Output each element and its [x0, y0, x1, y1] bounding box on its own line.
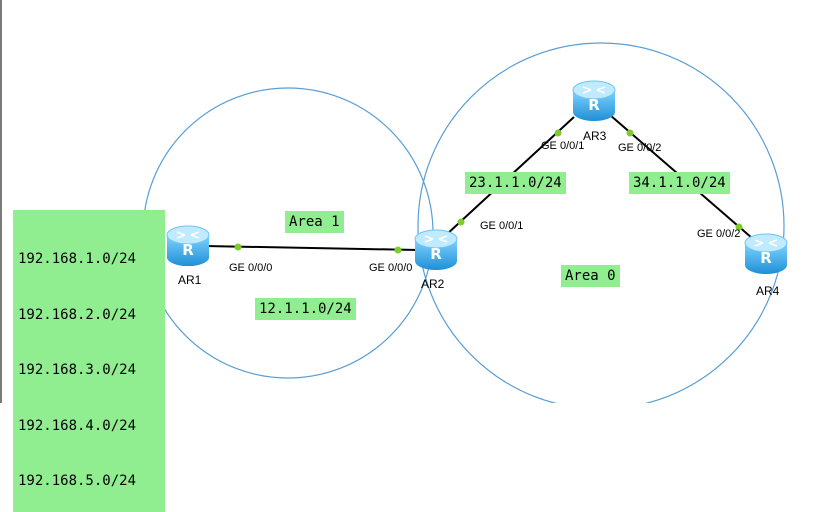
subnet-23-label: 23.1.1.0/24: [465, 172, 566, 194]
interface-ar1-ge000: GE 0/0/0: [229, 262, 273, 274]
interface-ar3-ge002: GE 0/0/2: [618, 142, 662, 154]
port-dot-ar3-ge001: [554, 129, 562, 137]
interface-ar4-ge002: GE 0/0/2: [697, 228, 741, 240]
port-dot-ar1-ge000: [234, 243, 242, 251]
area-0-circle: [417, 42, 785, 403]
route-item: 192.168.3.0/24: [18, 362, 137, 378]
route-item: 192.168.4.0/24: [18, 417, 137, 434]
svg-text:R: R: [182, 241, 194, 259]
area-1-label: Area 1: [285, 211, 344, 233]
area-0-label: Area 0: [561, 265, 620, 287]
router-ar1-name: AR1: [178, 273, 202, 287]
router-ar3-icon[interactable]: R: [569, 76, 619, 128]
subnet-12-label: 12.1.1.0/24: [255, 298, 356, 320]
port-dot-ar3-ge002: [626, 129, 634, 137]
router-ar2-name: AR2: [421, 277, 445, 291]
router-ar3-name: AR3: [583, 129, 607, 143]
port-dot-ar2-ge001: [457, 218, 465, 226]
svg-text:R: R: [760, 249, 772, 267]
interface-ar2-ge001: GE 0/0/1: [480, 220, 524, 232]
window-edge: [0, 0, 2, 403]
router-ar2-icon[interactable]: R: [411, 225, 461, 277]
interface-ar2-ge000: GE 0/0/0: [369, 262, 413, 274]
router-ar4-name: AR4: [756, 284, 780, 298]
route-item: 192.168.2.0/24: [18, 306, 137, 323]
svg-text:R: R: [430, 245, 442, 263]
route-item: 192.168.1.0/24: [18, 251, 137, 267]
subnet-34-label: 34.1.1.0/24: [629, 172, 730, 194]
svg-text:R: R: [588, 96, 600, 114]
router-ar4-icon[interactable]: R: [741, 229, 791, 281]
port-dot-ar2-ge000: [394, 246, 402, 254]
route-item: 192.168.5.0/24: [18, 473, 137, 489]
routes-box: 192.168.1.0/24 192.168.2.0/24 192.168.3.…: [13, 210, 165, 512]
interface-ar3-ge001: GE 0/0/1: [541, 140, 585, 152]
router-ar1-icon[interactable]: R: [163, 221, 213, 273]
port-dot-ar4-ge002: [735, 223, 743, 231]
